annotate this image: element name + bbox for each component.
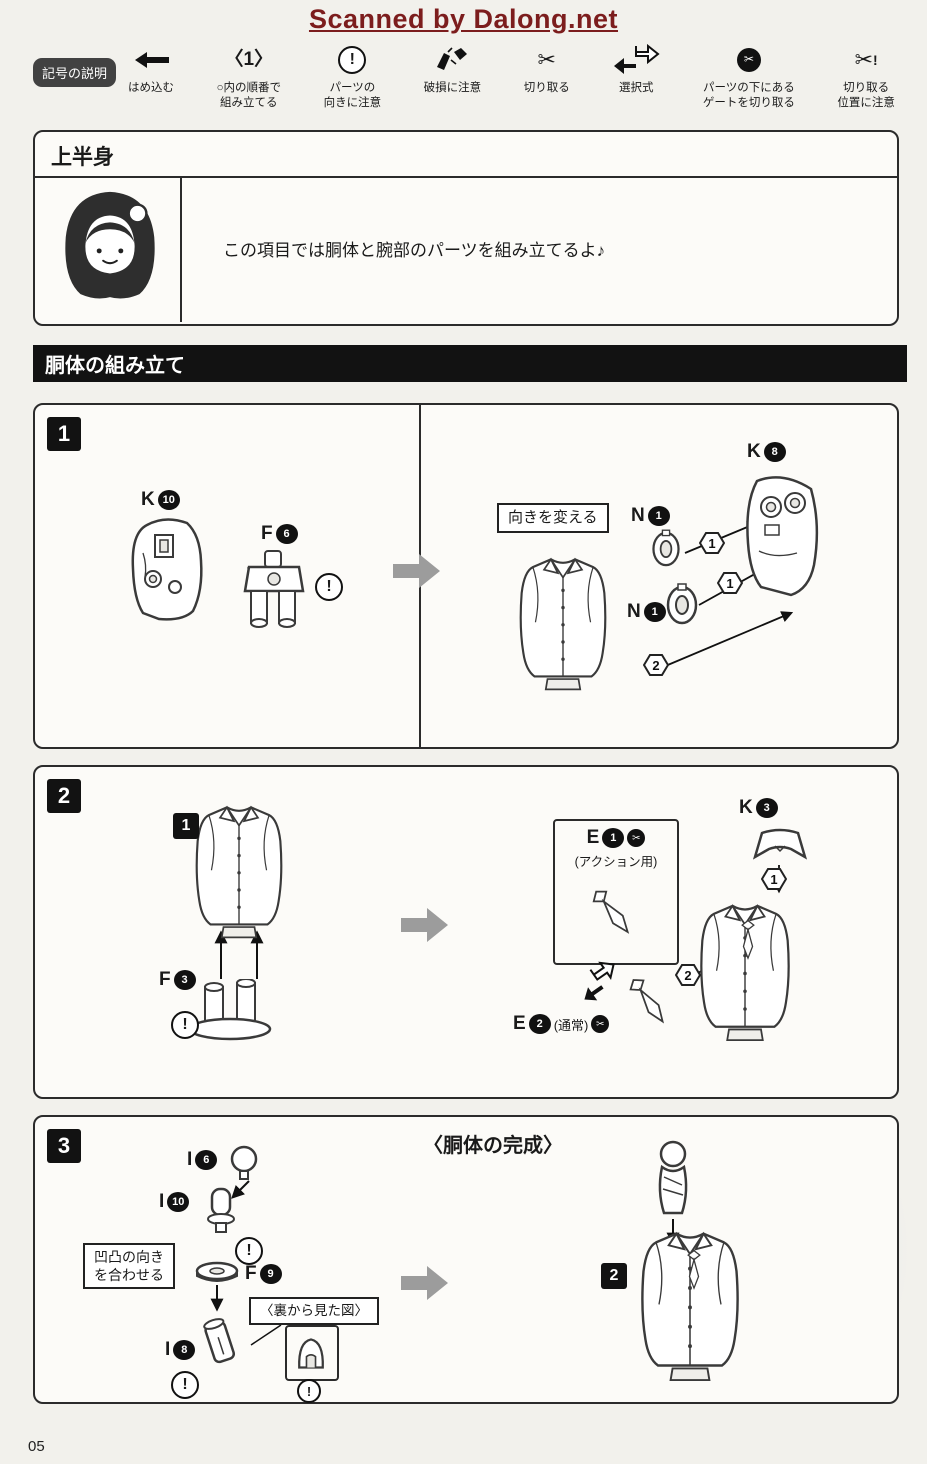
step-number: 1 bbox=[47, 417, 81, 451]
rear-view-label: 〈裏から見た図〉 bbox=[249, 1297, 379, 1325]
rear-view-inset bbox=[285, 1325, 339, 1381]
step-number: 2 bbox=[47, 779, 81, 813]
legend-item-cut: ✂ 切り取る bbox=[524, 42, 570, 111]
warning-icon: ! bbox=[171, 1371, 199, 1399]
part-k8-drawing bbox=[746, 476, 819, 597]
breakage-warning-icon bbox=[434, 42, 470, 78]
next-step-arrow bbox=[401, 1266, 448, 1300]
legend-items: はめ込む 〈1〉 ○内の順番で 組み立てる ! パーツの 向きに注意 bbox=[128, 42, 895, 111]
part-e1-tie-drawing bbox=[583, 880, 645, 948]
tie-on-torso-drawing bbox=[737, 919, 759, 961]
optional-arrows-icon bbox=[612, 42, 660, 78]
completion-title: 〈胴体の完成〉 bbox=[423, 1135, 563, 1157]
part-f9-drawing bbox=[195, 1261, 239, 1282]
watermark: Scanned by Dalong.net bbox=[308, 4, 619, 34]
svg-text:2: 2 bbox=[684, 968, 691, 983]
snap-fit-arrow-icon bbox=[133, 42, 170, 78]
upper-body-section: 上半身 この項目では胴体と腕部のパーツを組み立てるよ♪ bbox=[33, 130, 899, 326]
torso-with-tie-drawing bbox=[687, 889, 803, 1049]
nipper-icon: ✂ bbox=[537, 46, 556, 72]
warning-icon: ! bbox=[235, 1237, 263, 1265]
legend-item-optional: 選択式 bbox=[612, 42, 660, 111]
svg-text:2: 2 bbox=[652, 658, 659, 673]
order-callout: 1 bbox=[761, 868, 787, 890]
step-number: 3 bbox=[47, 1129, 81, 1163]
mascot-avatar bbox=[65, 191, 155, 299]
section-title: 上半身 bbox=[51, 146, 114, 169]
optional-arrows-icon bbox=[584, 961, 615, 1001]
legend-item-assembly-order: 〈1〉 ○内の順番で 組み立てる bbox=[217, 42, 281, 111]
next-step-arrow bbox=[393, 554, 440, 588]
legend-label: 記号の説明 bbox=[33, 58, 117, 87]
svg-text:1: 1 bbox=[708, 536, 715, 551]
svg-text:1: 1 bbox=[726, 576, 733, 591]
warning-icon: ! bbox=[297, 1379, 321, 1403]
order-callout: 2 bbox=[675, 964, 701, 986]
section-divider bbox=[35, 176, 897, 178]
legend-item-cut-position: ✂! 切り取る 位置に注意 bbox=[837, 42, 895, 111]
legend-item-gate-under-part: ✂ パーツの下にある ゲートを切り取る bbox=[703, 42, 795, 111]
next-step-arrow bbox=[401, 908, 448, 942]
alignment-note: 凹凸の向き を合わせる bbox=[83, 1243, 175, 1290]
page-number: 05 bbox=[28, 1438, 45, 1455]
order-callout: 2 bbox=[643, 654, 669, 676]
warning-icon: ! bbox=[315, 573, 343, 601]
gate-cut-icon: ✂ bbox=[591, 1015, 610, 1033]
rear-view-drawing bbox=[298, 1338, 324, 1369]
previous-assembly-ref: 1 bbox=[173, 813, 199, 839]
section-speech-text: この項目では胴体と腕部のパーツを組み立てるよ♪ bbox=[223, 241, 606, 260]
section-divider-vertical bbox=[180, 178, 182, 322]
part-i8-drawing bbox=[203, 1318, 236, 1364]
part-f3-drawing bbox=[188, 979, 272, 1041]
warning-icon: ! bbox=[171, 1011, 199, 1039]
gate-cut-icon: ✂ bbox=[736, 42, 761, 78]
part-n1-drawing bbox=[666, 583, 698, 625]
tie-on-torso-drawing bbox=[683, 1249, 705, 1291]
cut-position-icon: ✂! bbox=[854, 46, 878, 72]
neck-part-drawing bbox=[658, 1140, 688, 1215]
e1-usage-note: (アクション用) bbox=[574, 855, 658, 869]
svg-text:1: 1 bbox=[770, 872, 777, 887]
part-f6-drawing bbox=[243, 550, 305, 628]
part-e2-tie-drawing bbox=[620, 970, 680, 1037]
assembly-header-text: 胴体の組み立て bbox=[45, 355, 185, 377]
legend-item-orientation-caution: ! パーツの 向きに注意 bbox=[324, 42, 381, 111]
order-callout: 1 bbox=[699, 532, 725, 554]
torso-assembly-drawing bbox=[507, 543, 619, 698]
torso-assembly-drawing bbox=[183, 791, 295, 946]
part-k3-drawing bbox=[752, 828, 808, 860]
order-number-icon: 〈1〉 bbox=[224, 48, 274, 70]
legend-item-breakage-caution: 破損に注意 bbox=[424, 42, 481, 111]
part-n1-drawing bbox=[652, 529, 680, 567]
completed-torso-drawing bbox=[627, 1215, 753, 1390]
order-callout: 1 bbox=[717, 572, 743, 594]
orientation-warning-icon: ! bbox=[338, 42, 367, 78]
part-i6-drawing bbox=[230, 1145, 258, 1180]
legend-bar: 記号の説明 はめ込む 〈1〉 ○内の順番で 組み立てる ! パーツの 向きに注意 bbox=[33, 42, 895, 111]
legend-item-snap-fit: はめ込む bbox=[128, 42, 174, 111]
part-i10-drawing bbox=[207, 1187, 235, 1233]
orientation-note: 向きを変える bbox=[497, 503, 609, 533]
assembly-header-bar: 胴体の組み立て bbox=[33, 345, 907, 382]
previous-assembly-ref: 2 bbox=[601, 1263, 627, 1289]
gate-cut-icon: ✂ bbox=[627, 829, 646, 847]
part-k10-drawing bbox=[131, 518, 203, 621]
